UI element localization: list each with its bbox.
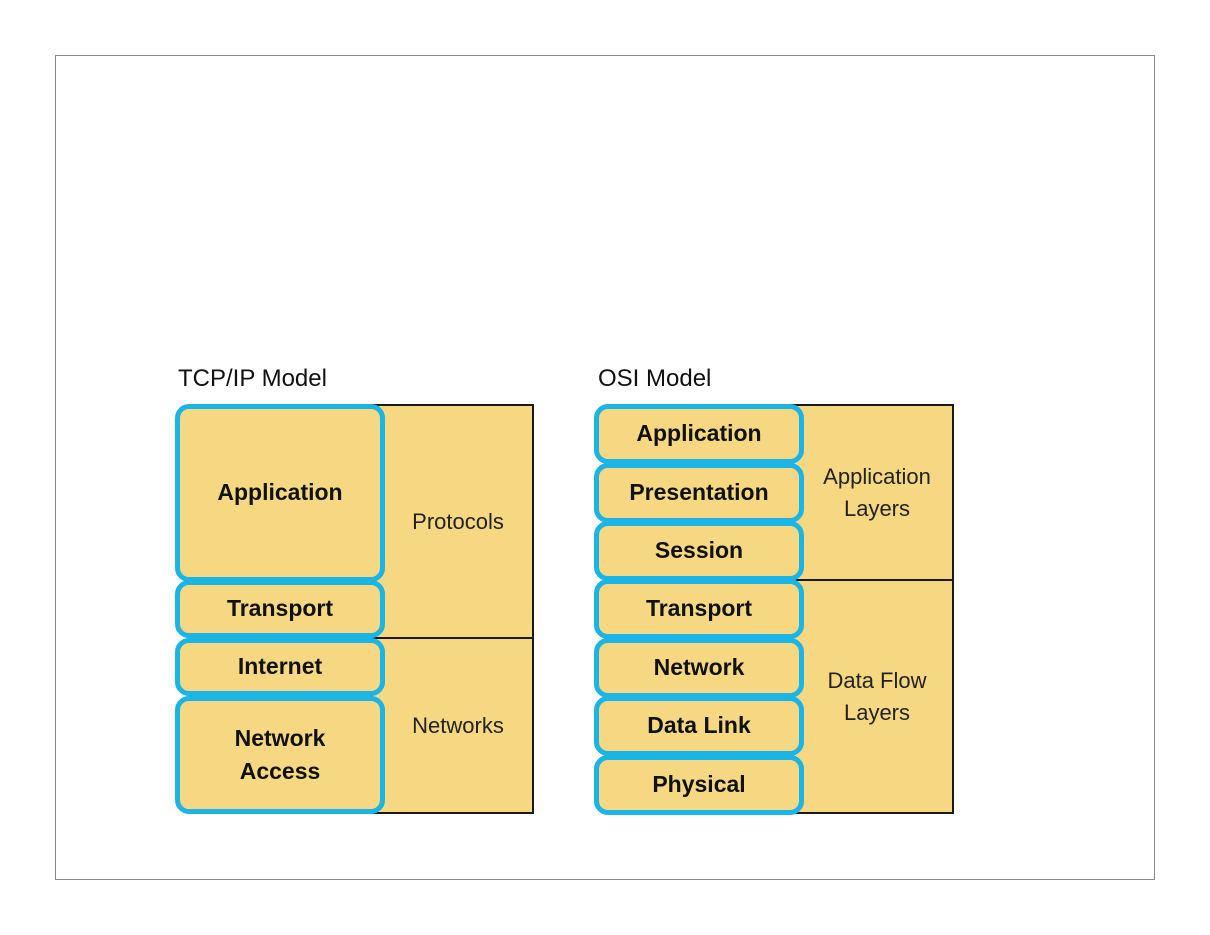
osi-group-application-layers: Application Layers (823, 463, 931, 521)
tcpip-group-divider (370, 637, 534, 639)
slide-frame (55, 55, 1155, 880)
tcpip-group-networks: Networks (412, 712, 504, 738)
osi-layer-physical: Physical (594, 755, 804, 815)
osi-layer-application: Application (594, 404, 804, 464)
tcpip-layer-network-access: Network Access (175, 696, 385, 814)
osi-model-title: OSI Model (598, 365, 712, 392)
tcpip-layer-application: Application (175, 404, 385, 582)
osi-layer-data-link: Data Link (594, 696, 804, 756)
osi-layer-network: Network (594, 638, 804, 698)
osi-group-data-flow-layers: Data Flow Layers (827, 667, 927, 725)
osi-layer-transport: Transport (594, 579, 804, 639)
tcpip-layer-internet: Internet (175, 638, 385, 696)
osi-group-divider (788, 579, 954, 581)
tcpip-layer-transport: Transport (175, 580, 385, 638)
osi-layer-session: Session (594, 521, 804, 581)
tcpip-group-protocols: Protocols (412, 508, 504, 534)
osi-layer-presentation: Presentation (594, 463, 804, 523)
tcpip-model-title: TCP/IP Model (178, 365, 327, 392)
